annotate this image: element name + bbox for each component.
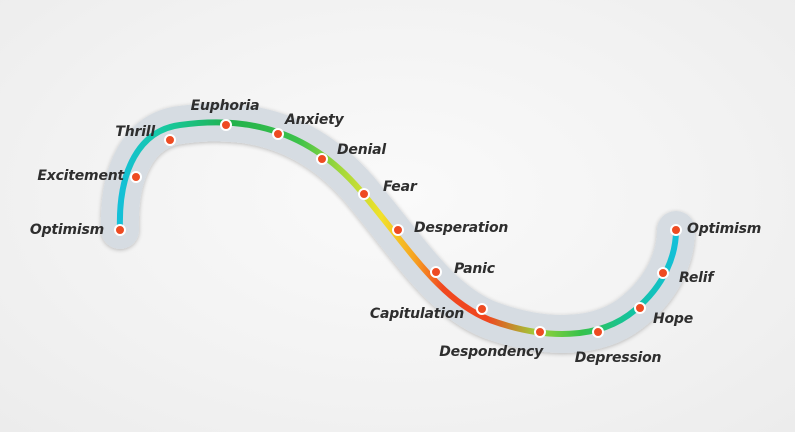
stage-label-panic: Panic — [454, 261, 496, 277]
stage-label-optimism-start: Optimism — [30, 222, 104, 238]
stage-label-denial: Denial — [337, 142, 386, 158]
stage-dot-hope — [634, 302, 646, 314]
stage-dot-despondency — [534, 326, 546, 338]
stage-dot-optimism-start — [114, 224, 126, 236]
stage-label-desperation: Desperation — [414, 220, 508, 236]
stage-dot-depression — [592, 326, 604, 338]
stage-label-hope: Hope — [653, 311, 693, 327]
stage-label-thrill: Thrill — [115, 124, 155, 140]
stage-label-anxiety: Anxiety — [284, 112, 345, 128]
stage-dot-euphoria — [220, 119, 232, 131]
stage-dot-desperation — [392, 224, 404, 236]
stage-label-relif: Relif — [679, 270, 715, 286]
stage-label-euphoria: Euphoria — [191, 98, 260, 114]
stage-dot-optimism-end — [670, 224, 682, 236]
stage-labels: Optimism Excitement Thrill Euphoria Anxi… — [30, 98, 761, 366]
stage-dot-capitulation — [476, 303, 488, 315]
stage-label-despondency: Despondency — [439, 344, 544, 360]
stage-dot-panic — [430, 266, 442, 278]
stage-dot-relif — [657, 267, 669, 279]
stage-label-excitement: Excitement — [37, 168, 125, 184]
stage-dot-excitement — [130, 171, 142, 183]
stage-dot-anxiety — [272, 128, 284, 140]
stage-dot-denial — [316, 153, 328, 165]
stage-label-optimism-end: Optimism — [687, 221, 761, 237]
stage-label-capitulation: Capitulation — [370, 306, 464, 322]
stage-label-depression: Depression — [575, 350, 662, 366]
stage-dot-fear — [358, 188, 370, 200]
stage-label-fear: Fear — [383, 179, 418, 195]
stage-dots — [114, 119, 682, 338]
stage-dot-thrill — [164, 134, 176, 146]
